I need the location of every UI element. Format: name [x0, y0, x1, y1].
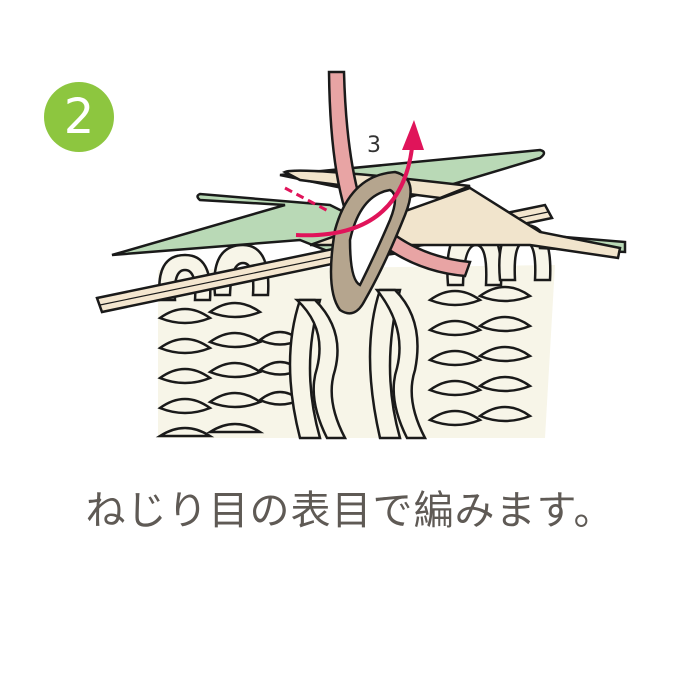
instruction-caption: ねじり目の表目で編みます。: [85, 488, 615, 534]
twisted-stitch: [329, 170, 412, 315]
step-number: 2: [63, 89, 95, 145]
knitted-fabric: [155, 223, 555, 440]
arrow-step-label: 3: [367, 133, 381, 158]
direction-arrow: [284, 120, 424, 238]
step-badge: 2: [44, 82, 114, 152]
knitting-illustration: 3: [95, 70, 627, 440]
